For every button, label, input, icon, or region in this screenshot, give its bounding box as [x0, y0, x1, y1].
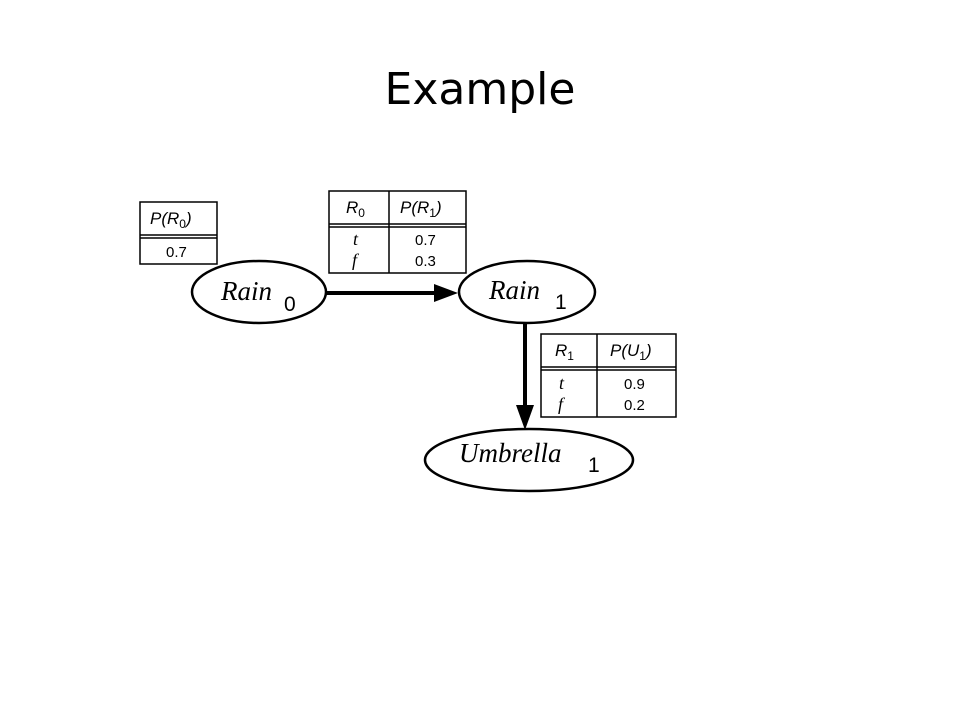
- cpt-prior-table: P(R0) 0.7: [139, 201, 218, 265]
- cpt-transition-row-cond: t: [353, 229, 359, 249]
- arrowhead-umbrella1: [516, 405, 534, 430]
- node-umbrella1-label: Umbrella: [459, 438, 562, 468]
- node-rain0: Rain 0: [190, 259, 328, 325]
- cpt-prior-value: 0.7: [166, 244, 187, 261]
- cpt-transition-row-cond: f: [352, 250, 360, 270]
- cpt-transition-prob-header: P(R1): [400, 198, 442, 220]
- node-rain0-subscript: 0: [284, 293, 296, 316]
- arrowhead-rain1: [434, 284, 458, 302]
- node-rain1-label: Rain: [488, 275, 540, 305]
- cpt-sensor-row-cond: t: [559, 373, 565, 393]
- cpt-prior-header: P(R0): [150, 209, 192, 231]
- node-umbrella1-subscript: 1: [588, 454, 600, 477]
- slide-title: Example: [384, 64, 576, 115]
- cpt-sensor-cond-header: R1: [555, 341, 574, 363]
- cpt-sensor-row-value: 0.2: [624, 397, 645, 414]
- cpt-transition-table: R0 P(R1) t 0.7 f 0.3: [328, 190, 467, 274]
- cpt-sensor-prob-header: P(U1): [610, 341, 652, 363]
- node-rain1-subscript: 1: [555, 291, 567, 314]
- cpt-transition-cond-header: R0: [346, 198, 365, 220]
- cpt-sensor-table: R1 P(U1) t 0.9 f 0.2: [540, 333, 677, 418]
- node-rain0-label: Rain: [220, 276, 272, 306]
- cpt-transition-row-value: 0.3: [415, 253, 436, 270]
- cpt-sensor-row-cond: f: [558, 394, 566, 414]
- node-umbrella1: Umbrella 1: [423, 427, 635, 493]
- node-rain1: Rain 1: [457, 259, 597, 325]
- cpt-sensor-row-value: 0.9: [624, 376, 645, 393]
- cpt-transition-row-value: 0.7: [415, 232, 436, 249]
